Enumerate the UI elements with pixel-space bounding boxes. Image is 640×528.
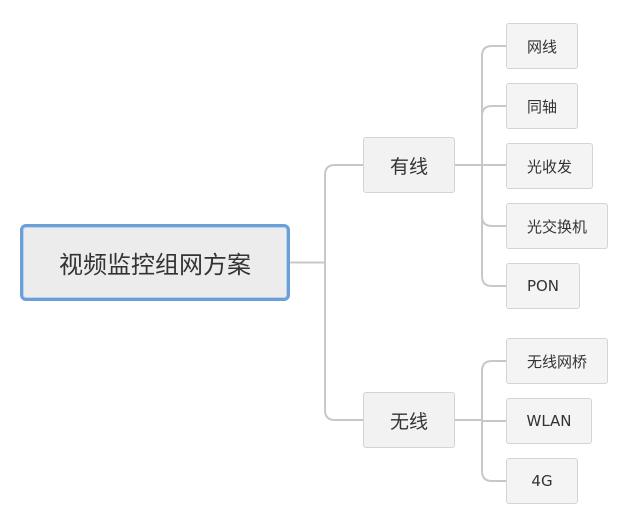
connector-root-wired: [324, 164, 364, 264]
leaf-fiber-switch[interactable]: 光交换机: [506, 203, 608, 249]
connector-wireless-l6: [481, 360, 507, 372]
connector-root-wireless: [324, 261, 364, 421]
leaf-fiber-transceiver[interactable]: 光收发: [506, 143, 593, 189]
leaf-pon[interactable]: PON: [506, 263, 580, 309]
connector-wired-l1: [481, 45, 507, 57]
leaf-network-cable[interactable]: 网线: [506, 23, 578, 69]
connector-wired-l5: [481, 275, 507, 287]
branch-wired[interactable]: 有线: [363, 137, 455, 193]
leaf-wireless-bridge[interactable]: 无线网桥: [506, 338, 608, 384]
connector-wired-l2: [481, 105, 507, 117]
root-topic[interactable]: 视频监控组网方案: [20, 224, 290, 301]
connector-wired-l4: [481, 215, 507, 227]
connector-wireless-l8: [481, 470, 507, 482]
leaf-wlan[interactable]: WLAN: [506, 398, 592, 444]
leaf-coaxial[interactable]: 同轴: [506, 83, 578, 129]
leaf-4g[interactable]: 4G: [506, 458, 578, 504]
branch-wireless[interactable]: 无线: [363, 392, 455, 448]
